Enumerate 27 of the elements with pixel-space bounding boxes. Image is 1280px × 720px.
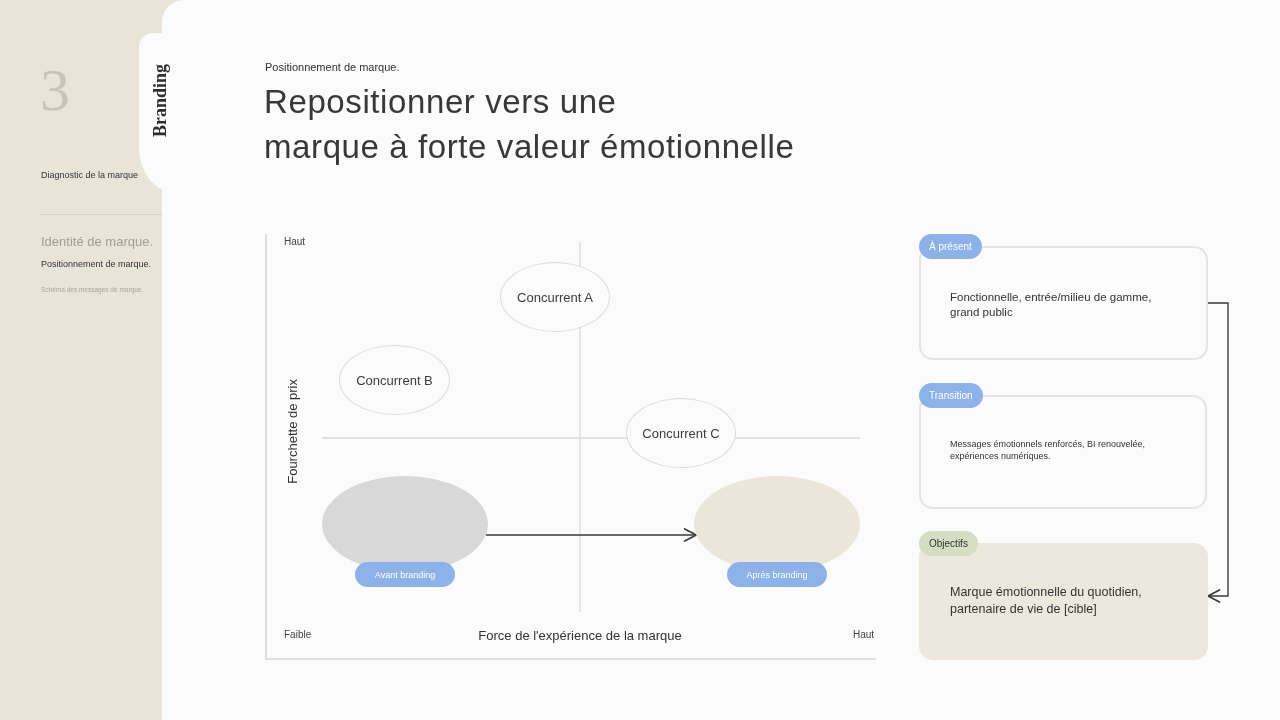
page-title: Repositionner vers une marque à forte valeur émotionnelle <box>264 82 795 167</box>
card-text: Messages émotionnels renforcés, BI renouvelée, expériences numériques. <box>950 439 1147 463</box>
stage-card <box>919 383 1207 509</box>
card-tag: À présent <box>919 234 982 259</box>
arrow-connector <box>1207 302 1229 603</box>
arrow-connector <box>485 528 698 542</box>
card-text: Marque émotionnelle du quotidien, partenaire de vie de [cible] <box>950 584 1143 617</box>
axis-title: Force de l'expérience de la marque <box>478 628 682 644</box>
nav-item: Positionnement de marque. <box>41 259 152 270</box>
stage-card <box>919 234 1208 360</box>
card-text: Fonctionnelle, entrée/milieu de gamme, grand public <box>950 290 1153 321</box>
stage-card <box>919 531 1208 660</box>
card-tag: Transition <box>919 383 983 408</box>
axis-title: Fourchette de prix <box>285 379 301 484</box>
axis-end-label: Haut <box>284 236 306 248</box>
eyebrow-text: Positionnement de marque. <box>265 61 400 75</box>
ellipse-label: Concurrent A <box>517 289 593 305</box>
tab-label: Branding <box>151 64 171 138</box>
ellipse-label: Concurrent C <box>642 425 720 441</box>
card-tag: Objectifs <box>919 531 978 556</box>
ellipse-label: Concurrent B <box>356 372 433 388</box>
stage-tag: Après branding <box>727 562 827 587</box>
stage-tag: Avant branding <box>355 562 455 587</box>
nav-heading: Identité de marque. <box>41 234 154 250</box>
axis-end-label: Haut <box>853 629 875 641</box>
axis-end-label: Faible <box>284 629 312 641</box>
nav-item: Diagnostic de la marque <box>41 170 139 181</box>
